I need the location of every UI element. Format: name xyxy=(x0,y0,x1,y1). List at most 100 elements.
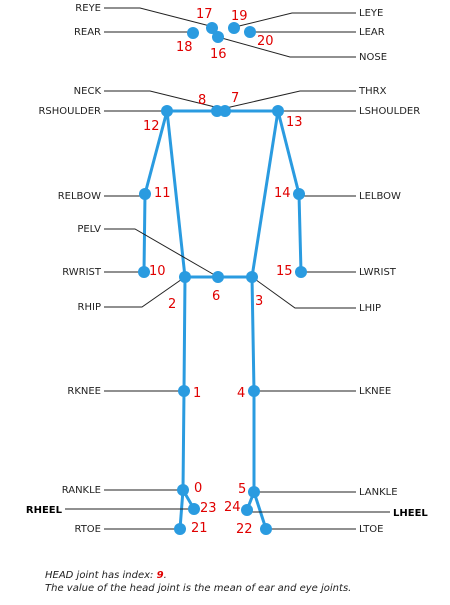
bone-l-torso xyxy=(250,109,280,279)
index-rwrist: 10 xyxy=(149,264,166,279)
joint-rwrist xyxy=(138,266,150,278)
label-lhip: LHIP xyxy=(359,303,381,314)
index-thrx: 7 xyxy=(231,91,239,106)
index-rear: 18 xyxy=(176,40,193,55)
label-leye: LEYE xyxy=(359,8,383,19)
joint-lshoulder xyxy=(272,105,284,117)
leader-reye xyxy=(104,7,211,27)
bone-r-thigh xyxy=(182,275,187,393)
joint-lankle xyxy=(248,486,260,498)
bone-l-forearm xyxy=(297,192,303,274)
skeleton-bones xyxy=(142,109,303,531)
leader-lhip xyxy=(251,276,356,309)
joint-rear xyxy=(187,27,199,39)
index-reye: 17 xyxy=(196,7,213,22)
label-rheel: RHEEL xyxy=(26,505,63,516)
joint-lear xyxy=(244,26,256,38)
label-lelbow: LELBOW xyxy=(359,191,401,202)
index-lheel: 24 xyxy=(224,500,241,515)
joint-lheel xyxy=(241,504,253,516)
label-thrx: THRX xyxy=(358,86,387,97)
index-lear: 20 xyxy=(257,34,274,49)
leader-lines xyxy=(65,7,390,530)
joint-labels: REYE REAR LEYE LEAR NOSE NECK THRX RSHOU… xyxy=(26,3,429,535)
bone-r-torso xyxy=(165,109,187,279)
leader-thrx xyxy=(225,90,356,109)
label-lear: LEAR xyxy=(359,27,385,38)
leader-leye xyxy=(234,12,356,28)
label-rshoulder: RSHOULDER xyxy=(38,106,101,117)
joint-rtoe xyxy=(174,523,186,535)
index-ltoe: 22 xyxy=(236,522,253,537)
label-lheel: LHEEL xyxy=(393,508,428,519)
index-pelv: 6 xyxy=(212,289,220,304)
index-lankle: 5 xyxy=(238,482,246,497)
index-nose: 16 xyxy=(210,47,227,62)
index-rankle: 0 xyxy=(194,481,202,496)
head-index-note: HEAD joint has index: 9. xyxy=(45,570,167,581)
head-index-value: 9 xyxy=(156,570,164,581)
label-ltoe: LTOE xyxy=(359,524,384,535)
label-pelv: PELV xyxy=(77,224,101,235)
joint-rhip xyxy=(179,271,191,283)
joint-lhip xyxy=(246,271,258,283)
joint-ltoe xyxy=(260,523,272,535)
head-joint-explanation: The value of the head joint is the mean … xyxy=(45,583,352,594)
label-rear: REAR xyxy=(74,27,101,38)
bone-r-forearm xyxy=(142,192,147,274)
head-index-note-prefix: HEAD joint has index: xyxy=(45,570,157,581)
joint-relbow xyxy=(139,188,151,200)
index-lshoulder: 13 xyxy=(286,115,303,130)
joints xyxy=(138,22,307,535)
bone-l-upper-arm xyxy=(276,109,301,196)
label-rhip: RHIP xyxy=(78,302,101,313)
label-lwrist: LWRIST xyxy=(359,267,397,278)
index-rshoulder: 12 xyxy=(143,119,160,134)
index-rhip: 2 xyxy=(168,297,176,312)
index-lwrist: 15 xyxy=(276,264,293,279)
head-index-note-suffix: . xyxy=(163,570,167,581)
label-rtoe: RTOE xyxy=(74,524,101,535)
index-rknee: 1 xyxy=(193,386,201,401)
joint-lelbow xyxy=(293,188,305,200)
label-reye: REYE xyxy=(75,3,101,14)
joint-lknee xyxy=(248,385,260,397)
label-lshoulder: LSHOULDER xyxy=(359,106,420,117)
index-lhip: 3 xyxy=(255,294,263,309)
joint-leye xyxy=(228,22,240,34)
joint-indices: 17 19 18 20 16 8 7 12 13 11 14 10 15 6 2… xyxy=(143,7,303,537)
label-lknee: LKNEE xyxy=(359,386,391,397)
index-rtoe: 21 xyxy=(191,521,208,536)
label-rwrist: RWRIST xyxy=(62,267,102,278)
joint-rknee xyxy=(178,385,190,397)
leader-nose xyxy=(217,36,356,58)
leader-pelv xyxy=(104,228,219,278)
joint-lwrist xyxy=(295,266,307,278)
label-nose: NOSE xyxy=(359,52,387,63)
bone-l-foot-toe xyxy=(252,490,268,531)
label-lankle: LANKLE xyxy=(359,487,398,498)
index-neck: 8 xyxy=(198,93,206,108)
index-rheel: 23 xyxy=(200,501,217,516)
label-relbow: RELBOW xyxy=(58,191,101,202)
bone-r-upper-arm xyxy=(143,109,169,196)
index-leye: 19 xyxy=(231,9,248,24)
index-lknee: 4 xyxy=(237,386,245,401)
leader-rhip xyxy=(104,276,186,308)
label-neck: NECK xyxy=(74,86,102,97)
joint-rheel xyxy=(188,503,200,515)
label-rankle: RANKLE xyxy=(62,485,101,496)
index-relbow: 11 xyxy=(154,186,171,201)
joint-nose xyxy=(212,31,224,43)
bone-r-shin xyxy=(181,389,186,492)
leader-neck xyxy=(104,90,216,108)
joint-reye xyxy=(206,22,218,34)
label-rknee: RKNEE xyxy=(67,386,101,397)
index-lelbow: 14 xyxy=(274,186,291,201)
bone-l-thigh xyxy=(250,275,256,393)
joint-thrx xyxy=(219,105,231,117)
joint-pelv xyxy=(212,271,224,283)
joint-rankle xyxy=(177,484,189,496)
joint-rshoulder xyxy=(161,105,173,117)
